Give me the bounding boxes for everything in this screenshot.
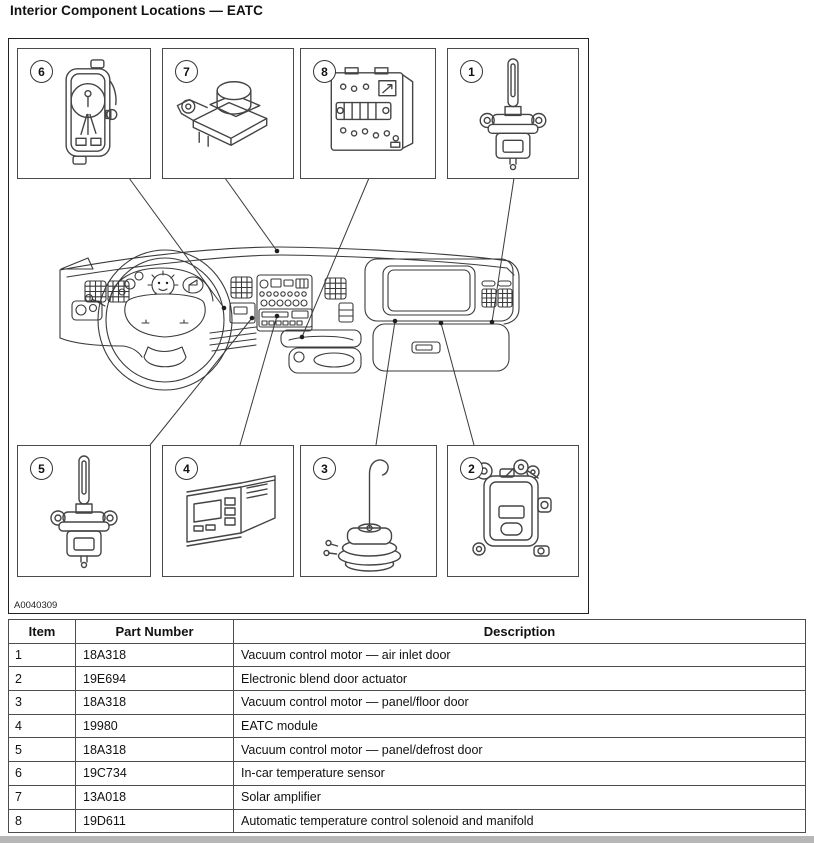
col-header-part-number: Part Number <box>75 619 234 644</box>
description-cell: In-car temperature sensor <box>233 761 806 786</box>
part-number-cell: 18A318 <box>75 737 234 763</box>
table-row: 5 18A318 Vacuum control motor — panel/de… <box>8 737 806 763</box>
callout-number: 6 <box>38 64 45 79</box>
callout-number: 4 <box>183 461 190 476</box>
table-row: 3 18A318 Vacuum control motor — panel/fl… <box>8 690 806 715</box>
callout-number: 5 <box>38 461 45 476</box>
vacuum-control-motor-hook-art <box>323 459 402 572</box>
description-cell: Vacuum control motor — panel/floor door <box>233 690 806 715</box>
atc-solenoid-manifold-art <box>330 67 414 151</box>
part-number-cell: 19D611 <box>75 808 234 834</box>
description-cell: Automatic temperature control solenoid a… <box>233 808 806 834</box>
callout-box-2: 2 <box>447 445 579 577</box>
table-row: 7 13A018 Solar amplifier <box>8 784 806 810</box>
blend-door-actuator-art <box>472 459 552 557</box>
callout-number-badge: 4 <box>175 457 198 480</box>
table-header-row: Item Part Number Description <box>8 619 806 644</box>
callout-number: 2 <box>468 461 475 476</box>
callout-number-badge: 1 <box>460 60 483 83</box>
part-number-cell: 19E694 <box>75 666 234 692</box>
item-cell: 8 <box>8 808 76 834</box>
location-dots <box>221 248 495 340</box>
callout-number-badge: 6 <box>30 60 53 83</box>
table-row: 6 19C734 In-car temperature sensor <box>8 761 806 786</box>
item-cell: 7 <box>8 784 76 810</box>
in-car-temperature-sensor-art <box>65 59 118 165</box>
callout-number-badge: 2 <box>460 457 483 480</box>
eatc-module-art <box>186 475 276 547</box>
callout-number-badge: 5 <box>30 457 53 480</box>
callout-number-badge: 7 <box>175 60 198 83</box>
col-header-item: Item <box>8 619 76 644</box>
part-number-cell: 18A318 <box>75 642 234 668</box>
item-cell: 4 <box>8 713 76 739</box>
description-cell: Electronic blend door actuator <box>233 666 806 692</box>
description-cell: Solar amplifier <box>233 784 806 810</box>
component-location-figure: 6 7 <box>8 38 589 614</box>
description-cell: Vacuum control motor — panel/defrost doo… <box>233 737 806 763</box>
part-number-cell: 19C734 <box>75 761 234 786</box>
dashboard <box>59 246 520 391</box>
figure-id: A0040309 <box>14 600 58 611</box>
callout-box-4: 4 <box>162 445 294 577</box>
table-row: 2 19E694 Electronic blend door actuator <box>8 666 806 692</box>
item-cell: 1 <box>8 642 76 668</box>
item-cell: 5 <box>8 737 76 763</box>
callout-box-1: 1 <box>447 48 579 179</box>
vacuum-control-motor-art <box>50 455 118 569</box>
callout-number-badge: 8 <box>313 60 336 83</box>
callout-number: 8 <box>321 64 328 79</box>
description-cell: EATC module <box>233 713 806 739</box>
item-cell: 3 <box>8 690 76 715</box>
callout-box-6: 6 <box>17 48 151 179</box>
table-row: 8 19D611 Automatic temperature control s… <box>8 808 806 834</box>
col-header-description: Description <box>233 619 806 644</box>
callout-box-7: 7 <box>162 48 294 179</box>
table-row: 1 18A318 Vacuum control motor — air inle… <box>8 642 806 668</box>
callout-box-3: 3 <box>300 445 437 577</box>
page-title: Interior Component Locations — EATC <box>10 3 263 18</box>
description-cell: Vacuum control motor — air inlet door <box>233 642 806 668</box>
callout-number-badge: 3 <box>313 457 336 480</box>
solar-amplifier-art <box>176 81 268 147</box>
parts-table: Item Part Number Description 1 18A318 Va… <box>8 619 806 834</box>
item-cell: 6 <box>8 761 76 786</box>
callout-box-8: 8 <box>300 48 436 179</box>
part-number-cell: 18A318 <box>75 690 234 715</box>
callout-number: 1 <box>468 64 475 79</box>
part-number-cell: 13A018 <box>75 784 234 810</box>
callout-number: 3 <box>321 461 328 476</box>
vacuum-control-motor-art <box>479 58 547 171</box>
part-number-cell: 19980 <box>75 713 234 739</box>
table-row: 4 19980 EATC module <box>8 713 806 739</box>
leader-lines <box>128 177 515 446</box>
callout-box-5: 5 <box>17 445 151 577</box>
bottom-bar <box>0 836 814 843</box>
callout-number: 7 <box>183 64 190 79</box>
item-cell: 2 <box>8 666 76 692</box>
